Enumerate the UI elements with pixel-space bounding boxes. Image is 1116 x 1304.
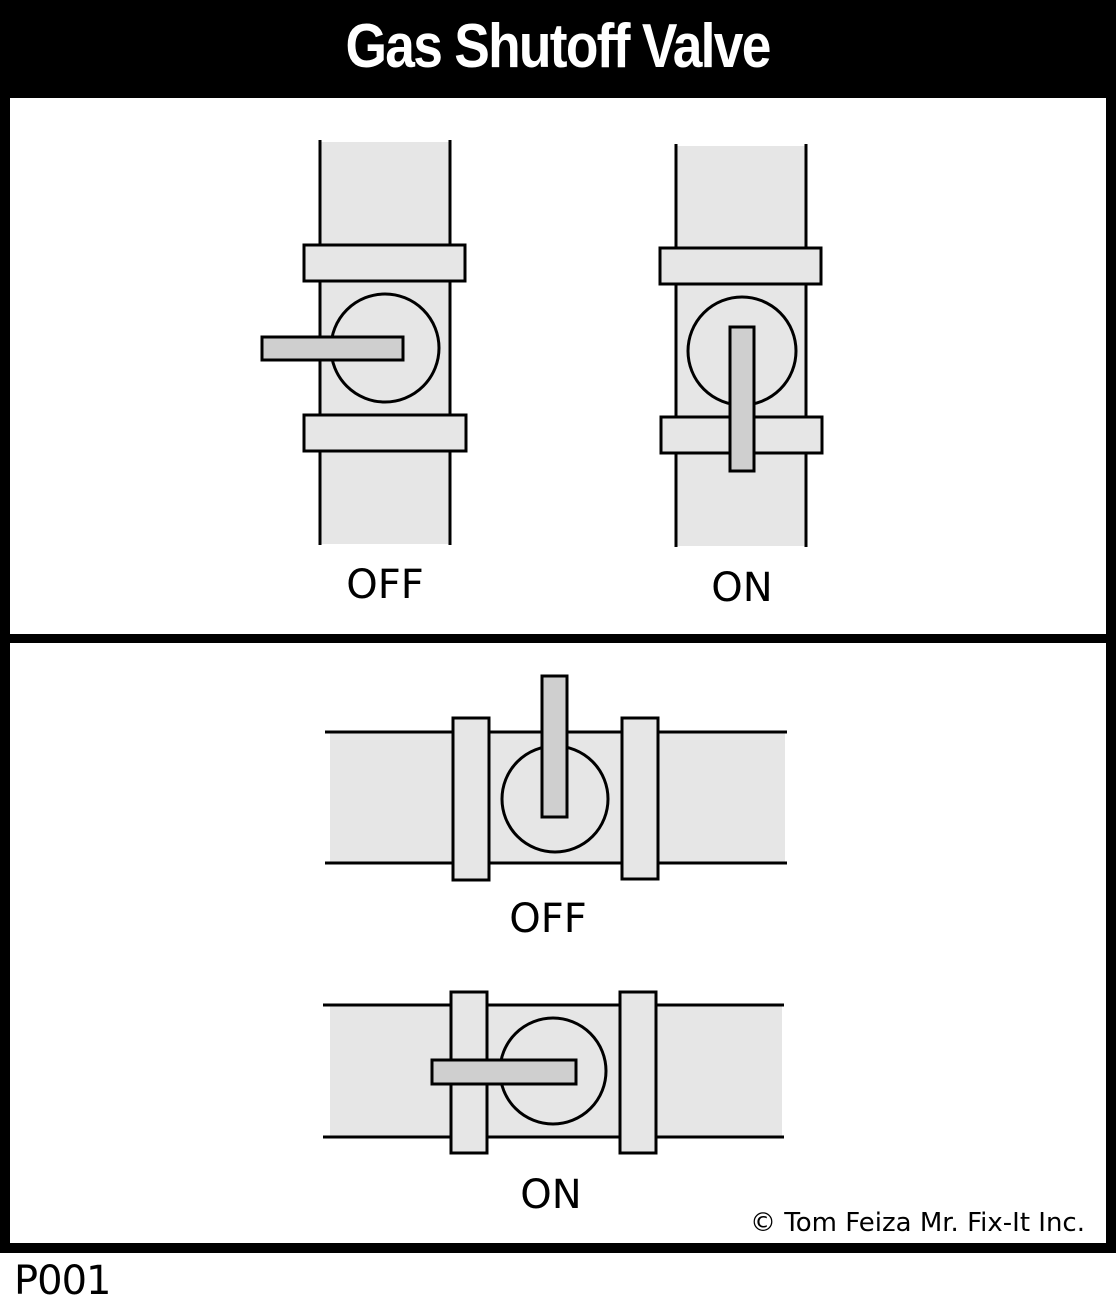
flange [302,413,468,453]
panel-divider [0,634,1116,643]
valve-handle [540,674,569,819]
vertical-valve-on: ON [658,144,824,611]
flange [658,246,823,286]
vertical-valve-off: OFF [260,140,468,608]
horizontal-valve-off: OFF [325,674,787,942]
on-label: ON [711,565,772,611]
off-label: OFF [509,896,587,942]
flange [302,243,467,283]
flange [620,716,660,881]
figure-code: P001 [14,1258,111,1304]
horizontal-valve-on: ON [323,990,784,1218]
off-label: OFF [346,562,424,608]
valve-handle [430,1058,578,1086]
page-title: Gas Shutoff Valve [345,11,772,81]
valve-handle [260,335,405,362]
flange [618,990,658,1155]
title-bar: Gas Shutoff Valve [0,0,1116,98]
on-label: ON [520,1172,581,1218]
copyright-credit: © Tom Feiza Mr. Fix-It Inc. [750,1208,1085,1238]
flange [451,716,491,882]
valve-handle [728,325,756,473]
